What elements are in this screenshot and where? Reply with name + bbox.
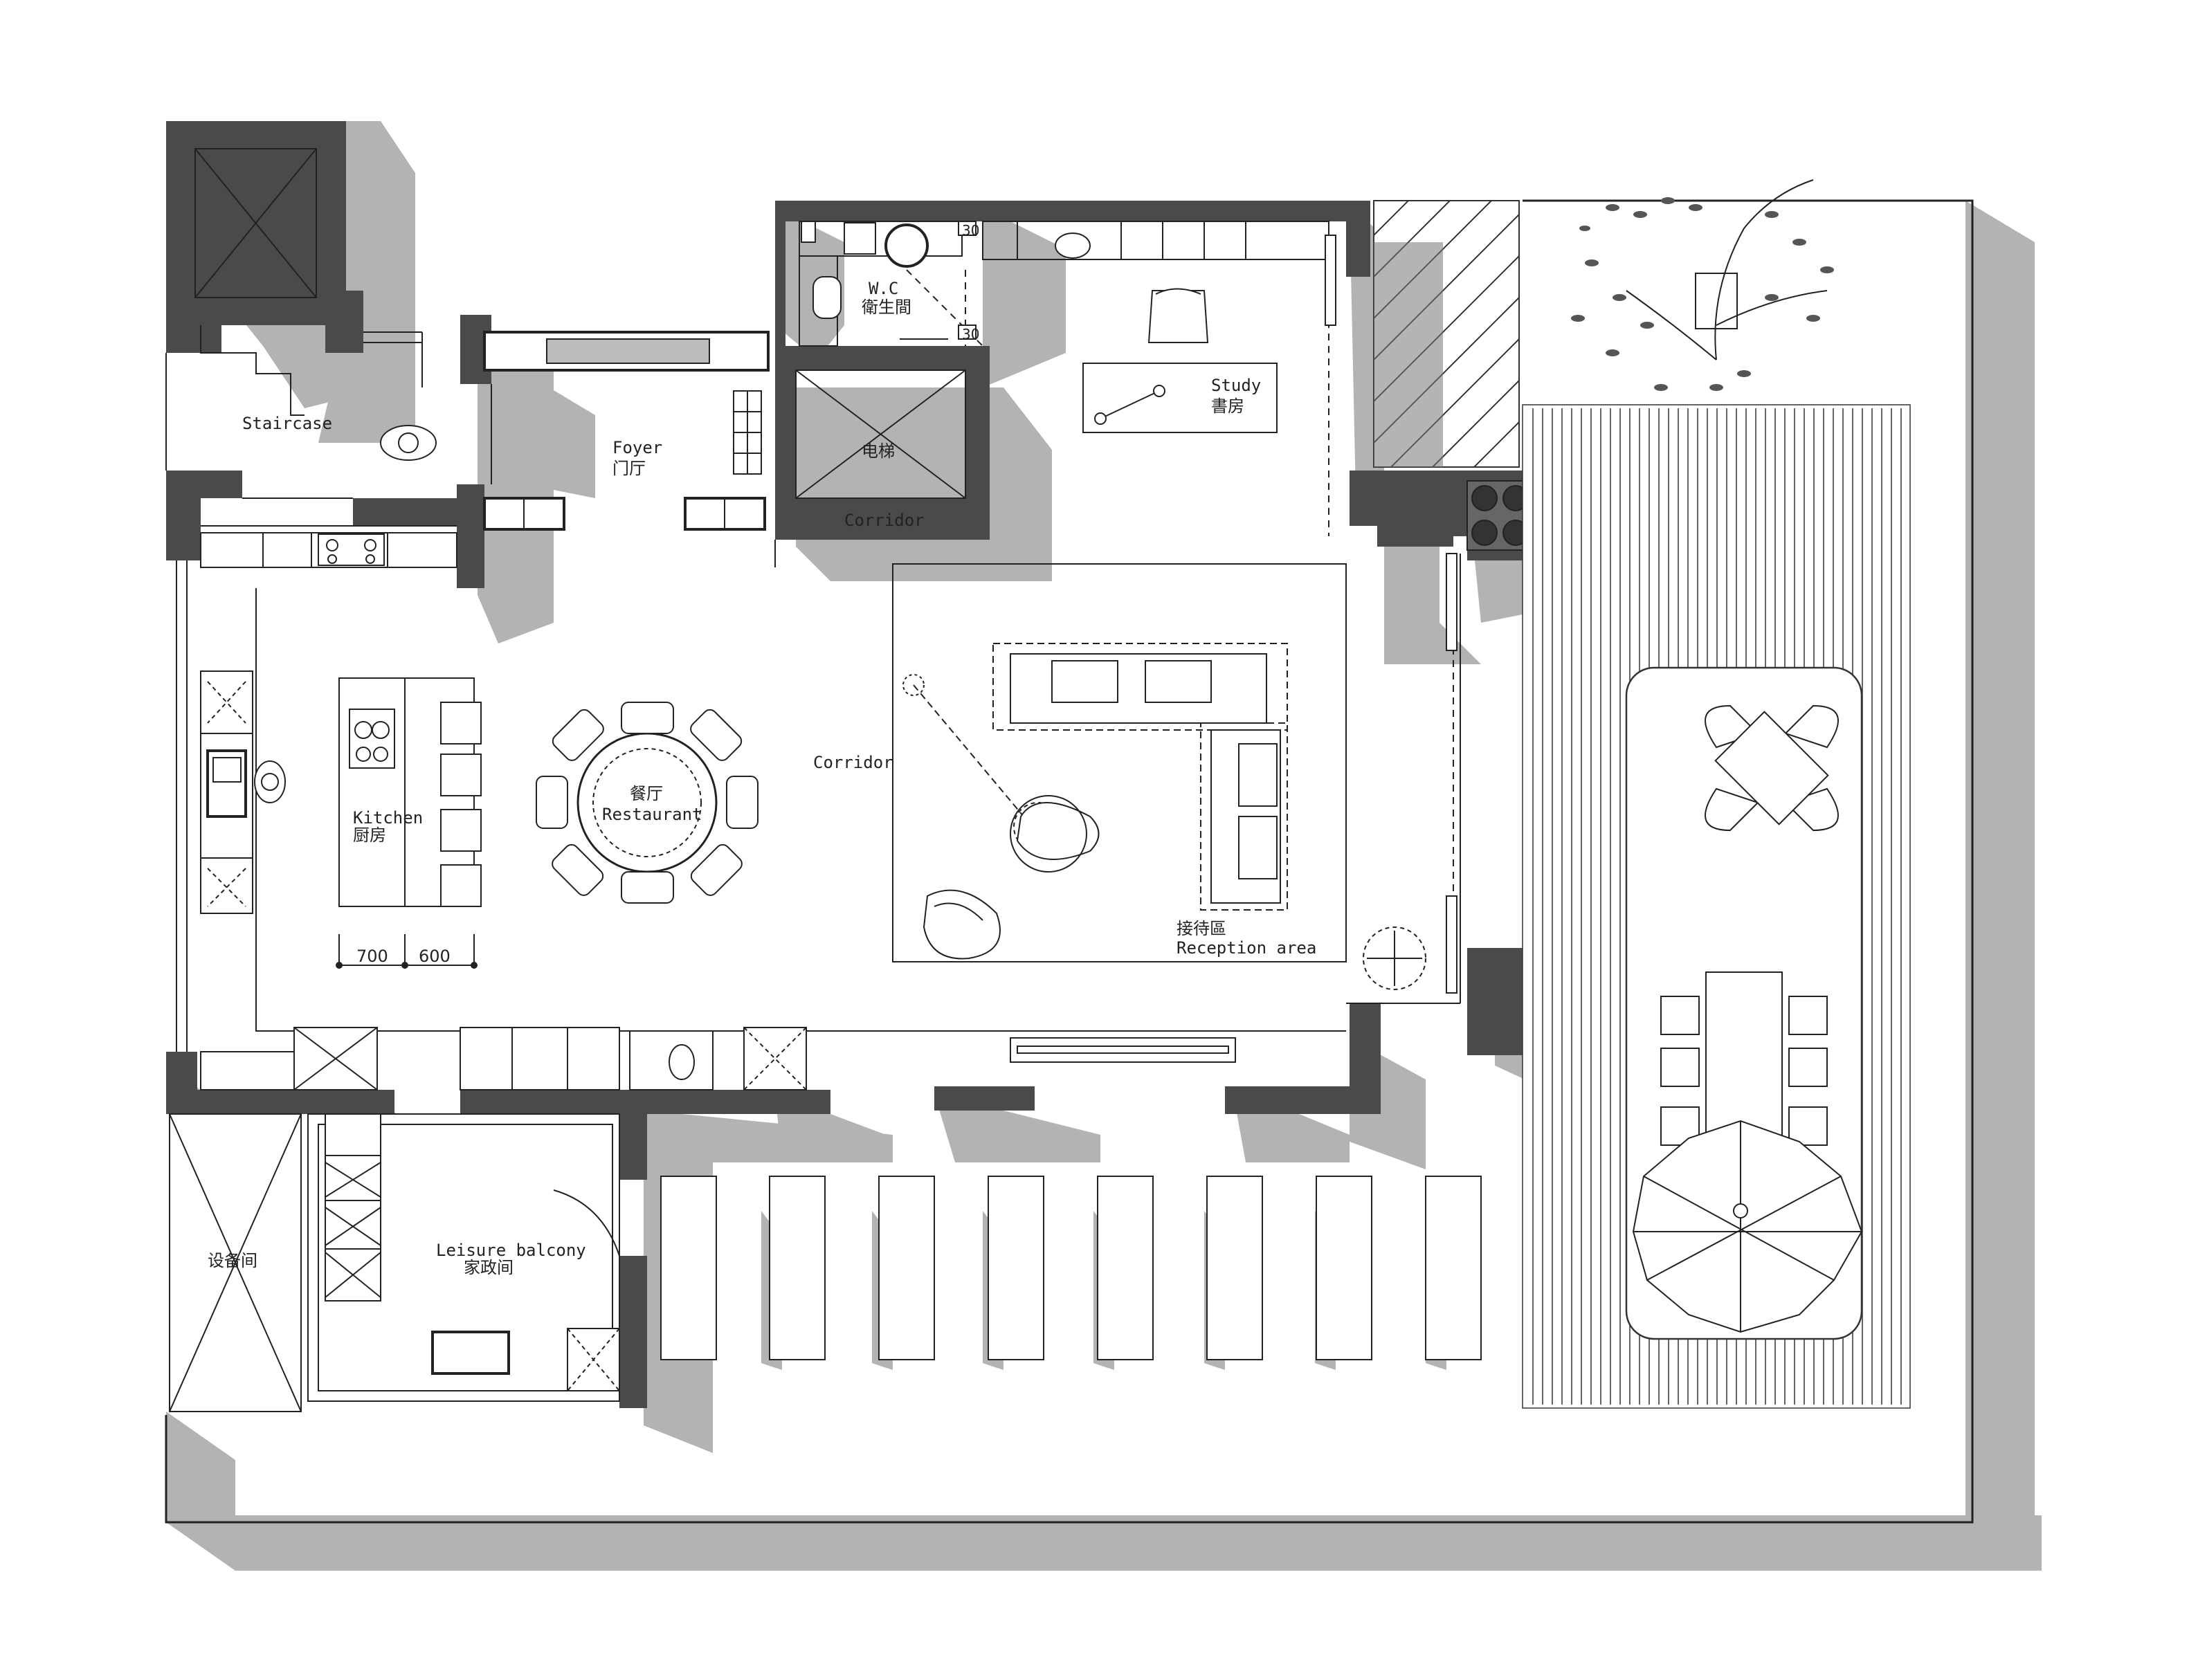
label-balcony-en: Leisure balcony [436, 1241, 586, 1260]
balcony-elements [169, 1113, 620, 1412]
label-wc-en: W.C [869, 279, 898, 298]
label-kitchen-cn: 厨房 [353, 825, 386, 845]
label-restaurant-cn: 餐厅 [630, 784, 663, 803]
label-staircase: Staircase [242, 414, 332, 433]
reception-furniture [902, 643, 1426, 990]
label-equipment: 设备间 [208, 1251, 257, 1270]
wc-fixtures [801, 221, 977, 340]
label-reception-en: Reception area [1177, 938, 1316, 958]
label-kitchen-en: Kitchen [353, 808, 423, 828]
bottom-cabinets [200, 1027, 807, 1090]
label-corridor-mid: Corridor [813, 753, 893, 772]
deck [1522, 404, 1911, 1409]
label-reception-cn: 接待區 [1177, 919, 1226, 938]
interior-lines [165, 148, 1461, 1063]
label-study-en: Study [1211, 376, 1261, 395]
label-foyer-en: Foyer [612, 438, 662, 457]
dimension-dots [336, 962, 478, 969]
label-restaurant-en: Restaurant [602, 805, 702, 824]
site-boundary [165, 199, 1974, 1524]
dim-30-bottom: 30 [962, 326, 979, 343]
parking-slots [660, 1176, 1482, 1360]
dim-30-top: 30 [962, 222, 979, 239]
tree [1571, 179, 1834, 391]
label-study-cn: 書房 [1211, 396, 1244, 416]
foyer-furniture [483, 331, 770, 531]
hatched-wall [1373, 200, 1520, 468]
label-elevator: 电梯 [862, 441, 895, 461]
dim-600: 600 [419, 947, 451, 966]
dining-table [536, 702, 759, 904]
person-figures [254, 232, 1091, 1080]
label-foyer-cn: 门厅 [612, 459, 646, 478]
labels: Staircase Foyer 门厅 W.C 衛生間 电梯 Corridor S… [208, 222, 1316, 1277]
kitchen-cabinets [200, 532, 482, 969]
window-strips [1325, 235, 1534, 994]
walls [166, 121, 1536, 1408]
label-wc-cn: 衛生間 [862, 298, 911, 317]
dim-700: 700 [356, 947, 388, 966]
label-balcony-cn: 家政间 [464, 1258, 514, 1277]
label-corridor-top: Corridor [844, 511, 925, 530]
study-furniture [1082, 288, 1278, 433]
